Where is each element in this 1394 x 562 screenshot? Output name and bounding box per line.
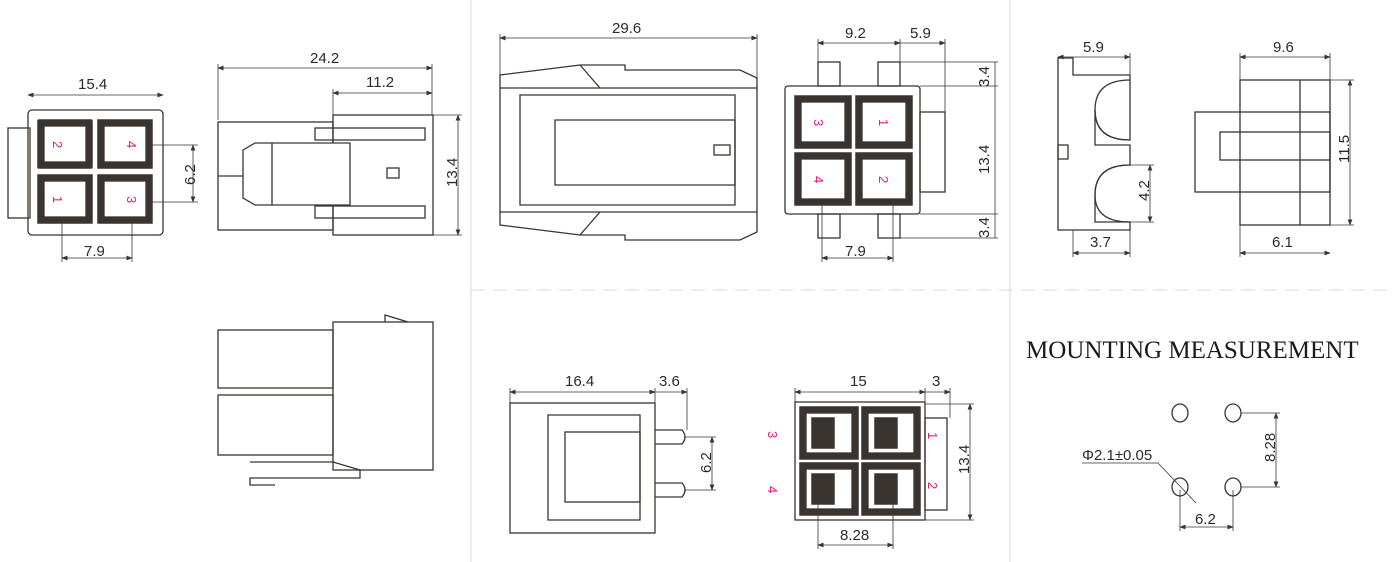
dim-label: 5.9: [910, 25, 931, 42]
latch-side-view: [1057, 57, 1131, 231]
dim-label: 3: [932, 373, 940, 390]
dimensions: 5.9 3.7 4.2 9.6 11.5 6.1: [1057, 39, 1354, 257]
dim-label: 6.2: [1195, 511, 1216, 528]
dimensions: Φ2.1±0.05 8.28 6.2: [1082, 412, 1280, 531]
pin-label: 1: [50, 196, 65, 203]
pin-label: 4: [811, 176, 826, 183]
dim-label: 6.2: [182, 164, 199, 185]
side-view: [217, 114, 434, 236]
pin-label: 1: [876, 119, 891, 126]
pin-label: 1: [925, 432, 940, 439]
dimensions: 9.2 5.9 3.4 13.4 3.4 7.9: [817, 25, 998, 262]
dim-label: 6.2: [698, 452, 715, 473]
dim-label: 7.9: [845, 243, 866, 260]
pin-label: 3: [765, 431, 780, 438]
dim-label: 13.4: [976, 145, 993, 174]
dim-label: 24.2: [310, 50, 339, 67]
pin-label: 2: [50, 141, 65, 148]
dim-label: 6.1: [1272, 234, 1293, 251]
dim-label: 13.4: [444, 158, 461, 187]
dimensions: 29.6: [499, 20, 758, 78]
dim-label: 9.2: [845, 25, 866, 42]
dim-label: 15: [850, 373, 867, 390]
dim-label: 5.9: [1083, 39, 1104, 56]
dim-label: 9.6: [1273, 39, 1294, 56]
pin-label: 3: [811, 119, 826, 126]
dimensions: 15.4 7.9 6.2: [27, 76, 199, 262]
header-front-view: 3 1 4 2: [784, 61, 946, 239]
dim-label: 3.4: [976, 66, 993, 87]
dim-label: 4.2: [1136, 180, 1153, 201]
mounting-title: MOUNTING MEASUREMENT: [1026, 337, 1359, 364]
pin-label: 2: [876, 176, 891, 183]
dimensions: 15 3 13.4 8.28: [794, 373, 974, 549]
dim-label: 11.2: [366, 74, 394, 91]
dim-label: 29.6: [612, 20, 641, 37]
pin-label: 4: [124, 141, 139, 148]
dim-label: 3.4: [976, 217, 993, 238]
bottom-side-view: [217, 314, 434, 486]
pin-label: 3: [124, 196, 139, 203]
dim-label: 11.5: [1336, 135, 1353, 163]
mounting-holes: [1171, 403, 1242, 497]
pcb-front-view: 3 4 1 2: [765, 401, 948, 521]
dim-label: 8.28: [840, 527, 869, 544]
header-side-view: [499, 64, 758, 241]
dim-label: 8.28: [1262, 433, 1279, 462]
dim-label: 15.4: [78, 76, 107, 93]
pcb-side-view: [509, 402, 686, 534]
dim-label: 16.4: [565, 373, 594, 390]
hole-spec-label: Φ2.1±0.05: [1082, 447, 1152, 464]
dimensions: 24.2 11.2 13.4: [217, 50, 462, 236]
latch-front-view: [1194, 79, 1331, 226]
dimensions: 16.4 3.6 6.2: [509, 373, 716, 491]
panel-dividers: [470, 0, 1394, 562]
dim-label: 3.6: [659, 373, 680, 390]
pin-label: 2: [925, 482, 940, 489]
pin-label: 4: [765, 486, 780, 493]
dim-label: 7.9: [84, 243, 105, 260]
dim-label: 13.4: [956, 445, 973, 474]
front-view-4pin: 2 4 1 3: [7, 109, 164, 236]
dim-label: 3.7: [1090, 234, 1111, 251]
